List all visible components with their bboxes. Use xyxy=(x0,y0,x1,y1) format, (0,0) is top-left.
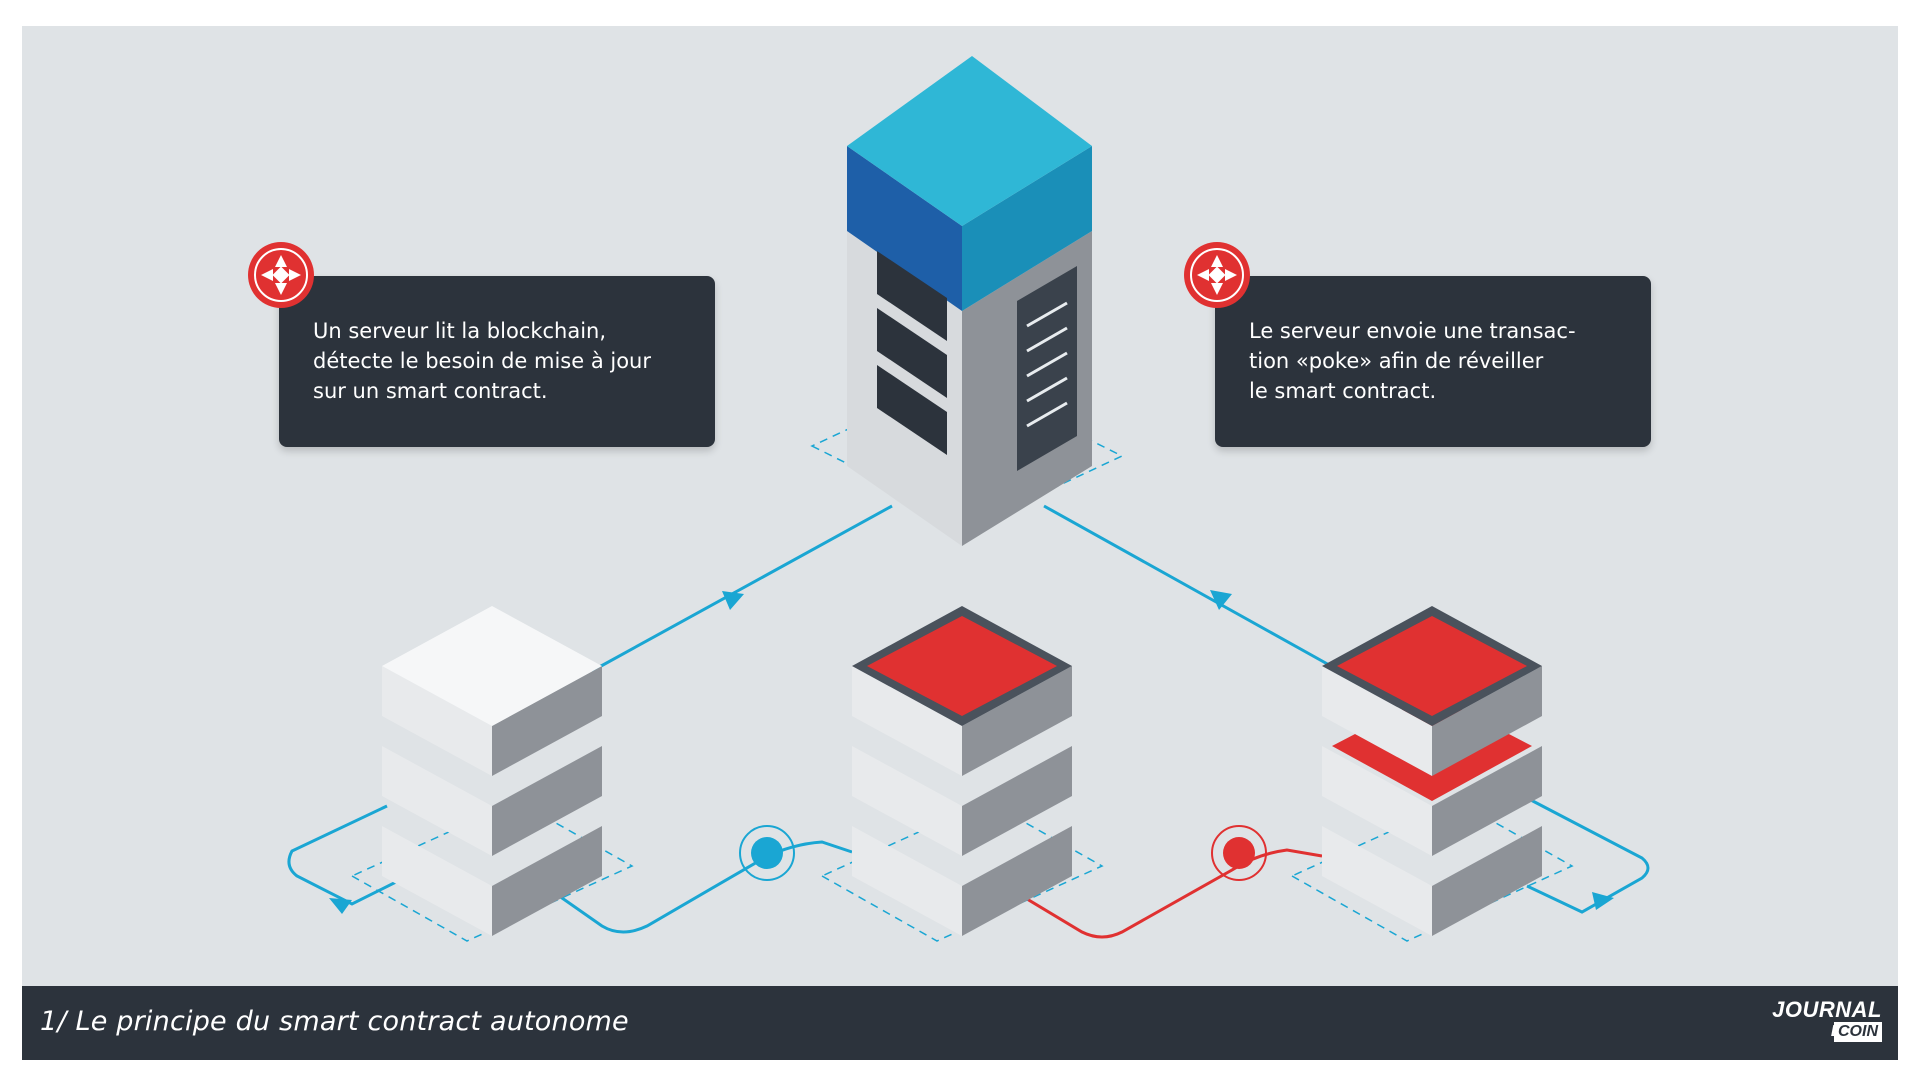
left-to-middle-line xyxy=(541,840,853,934)
arrow-right-loop xyxy=(1592,892,1614,910)
arrow-left-loop xyxy=(329,898,352,914)
journal-du-coin-logo: JOURNAL DU COIN xyxy=(1762,998,1882,1048)
callout-right-line-1: Le serveur envoie une transac- xyxy=(1249,319,1576,343)
middle-to-right-line xyxy=(1011,848,1323,939)
callout-left-line-1: Un serveur lit la blockchain, xyxy=(313,319,607,343)
figure-caption: 1/ Le principe du smart contract autonom… xyxy=(40,1006,629,1037)
server-to-left-stack-line xyxy=(591,504,893,673)
smart-contract-diagram xyxy=(287,56,1650,942)
right-server-stack xyxy=(1322,606,1542,936)
keeper-logo-icon xyxy=(1184,242,1250,308)
keeper-logo-icon xyxy=(248,242,314,308)
left-server-stack xyxy=(382,606,602,936)
flow-arrows xyxy=(329,590,1614,914)
footer-bar: 1/ Le principe du smart contract autonom… xyxy=(22,986,1898,1060)
server-to-right-stack-line xyxy=(1043,504,1341,673)
node-blue xyxy=(739,825,795,881)
left-loop-line xyxy=(287,804,413,906)
node-red xyxy=(1211,825,1267,881)
callout-left: Un serveur lit la blockchain, détecte le… xyxy=(279,276,715,447)
right-loop-line xyxy=(1526,796,1650,914)
callout-right-line-2: tion «poke» afin de réveiller xyxy=(1249,349,1544,373)
connector-lines xyxy=(287,504,1650,939)
callout-left-line-2: détecte le besoin de mise à jour xyxy=(313,349,651,373)
central-server xyxy=(847,56,1092,546)
infographic-frame: Un serveur lit la blockchain, détecte le… xyxy=(22,26,1898,1060)
logo-journal-text: JOURNAL xyxy=(1772,997,1882,1022)
callout-right-line-3: le smart contract. xyxy=(1249,379,1437,403)
arrow-down-left xyxy=(722,591,744,610)
callout-left-line-3: sur un smart contract. xyxy=(313,379,548,403)
arrow-down-right xyxy=(1210,590,1232,610)
callout-right: Le serveur envoie une transac- tion «pok… xyxy=(1215,276,1651,447)
middle-server-stack xyxy=(852,606,1072,936)
logo-coin-text: COIN xyxy=(1834,1022,1882,1042)
